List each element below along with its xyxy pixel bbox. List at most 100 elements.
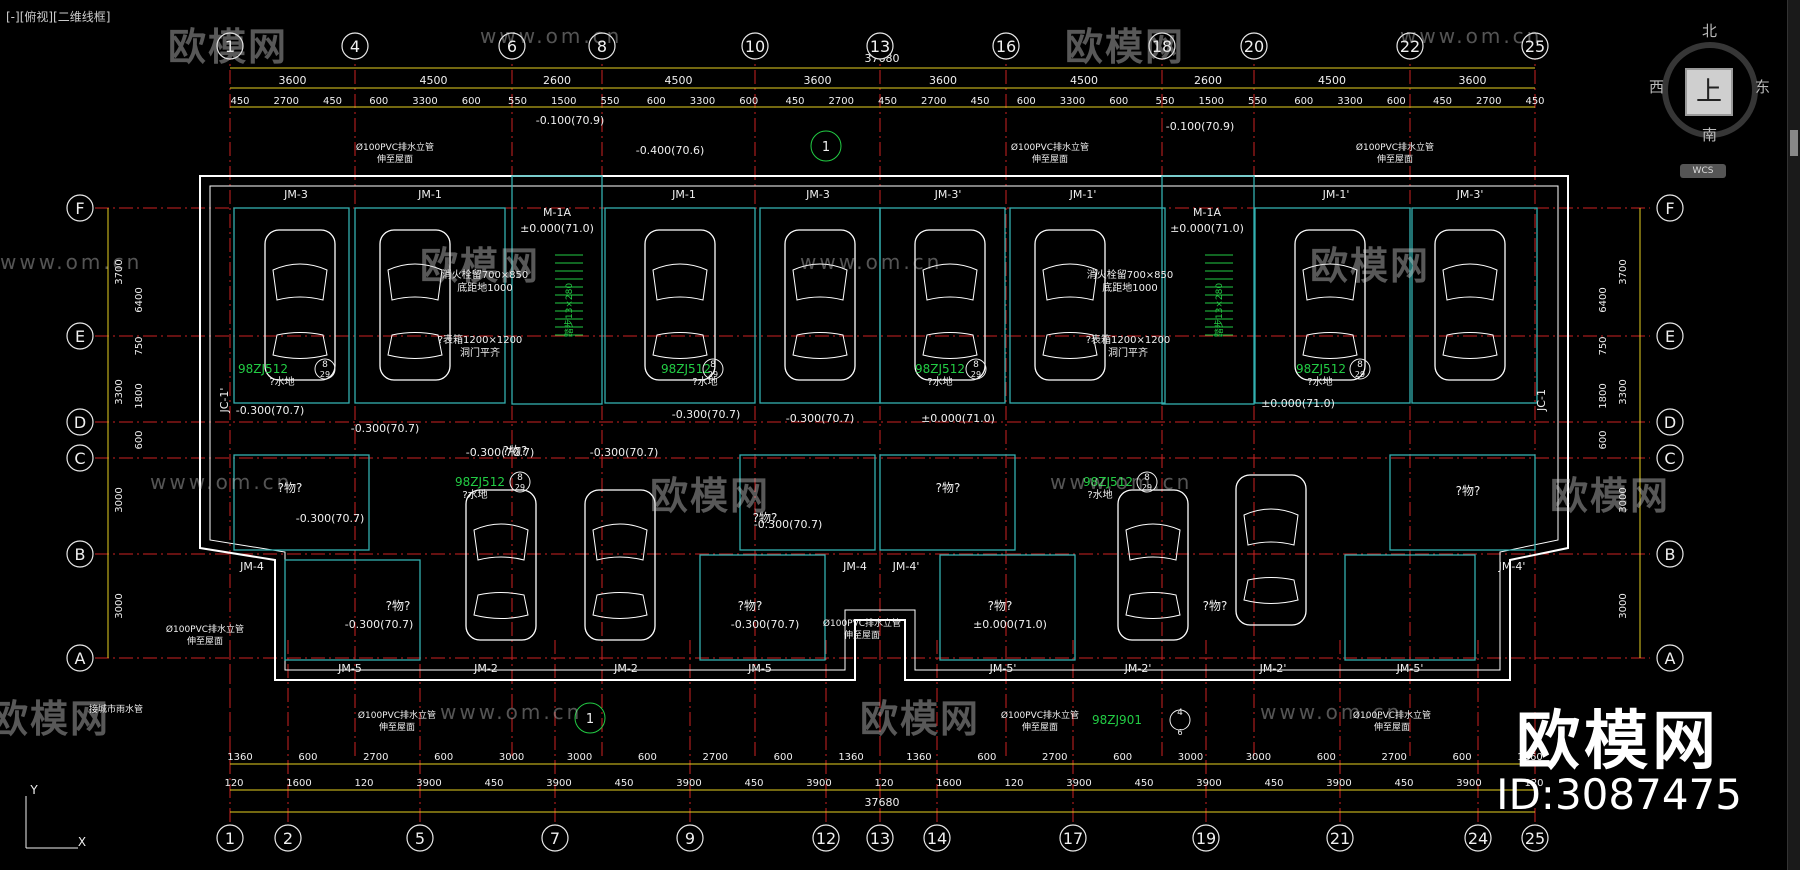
wcs-button[interactable]: WCS [1680,164,1726,178]
door-label: JM-2' [1259,662,1287,675]
car-windshield [1442,263,1498,301]
elevation-label: -0.100(70.9) [1166,120,1235,133]
dim-left-value: 3700 [114,259,125,284]
section-mark-label: 1 [822,140,830,155]
dim-bottom-sub-value: 120 [1524,778,1543,789]
dim-top-value: 3600 [1459,74,1487,87]
dim-bottom-sub-value: 3900 [806,778,831,789]
standard-reference-label: 98ZJ512 [661,362,711,376]
car-symbol [1434,229,1506,381]
sheet-sheet-number: 29 [1142,483,1152,492]
dim-top-sub-value: 2700 [274,96,299,107]
outer-wall [199,175,1569,681]
car-body [784,229,856,381]
dim-left-value: 3300 [114,379,125,404]
meter-box-label: ?表箱1200×1200 [438,333,523,346]
axis-bubble-right-circle [1656,322,1684,350]
viewcube-north[interactable]: 北 [1702,22,1718,40]
viewcube-top-face[interactable]: 上 [1685,68,1733,116]
axis-bubble-top-label: 25 [1525,37,1545,56]
car-rear-window [1125,592,1181,619]
dim-bottom-value: 600 [434,752,453,763]
pvc-pipe-label: Ø100PVC排水立管 [823,617,901,629]
axis-bubble-bottom-circle [541,824,569,852]
dim-top-value: 2600 [1194,74,1222,87]
elevation-label: -0.100(70.9) [536,114,605,127]
axis-bubble-top-circle [1240,32,1268,60]
door-label: M-1A [1193,206,1221,219]
dim-top-sub-value: 450 [785,96,804,107]
car-windshield [652,263,708,301]
section-mark-circle [574,702,606,734]
dim-top-sub-value: 550 [600,96,619,107]
dim-left-value: 1800 [134,383,145,408]
walls [199,175,1569,681]
pvc-pipe-sub-label: 伸至屋面 [1374,721,1410,733]
elevation-label: -0.300(70.7) [296,512,365,525]
dim-right-value: 6400 [1598,287,1609,312]
hydrant-sub-label: 底距地1000 [457,281,512,294]
dim-top-sub-value: 450 [230,96,249,107]
axis-bubble-top-label: 16 [996,37,1016,56]
axis-bubble-top-label: 8 [597,37,607,56]
dim-bottom-sub-value: 450 [1394,778,1413,789]
pvc-pipe-label: Ø100PVC排水立管 [1001,709,1079,721]
axis-bubble-left-label: A [75,649,86,668]
viewport-controls-label[interactable]: [-][俯视][二维线框] [6,10,111,24]
axis-bubble-bottom-label: 5 [415,829,425,848]
dim-top-sub-value: 2700 [829,96,854,107]
door-label: M-1A [543,206,571,219]
car-body [1434,229,1506,381]
car-symbol [914,229,986,381]
dim-top-sub-value: 600 [739,96,758,107]
axis-bubble-bottom-circle [812,824,840,852]
dim-top-sub-value: 3300 [412,96,437,107]
axis-bubble-left-circle [66,408,94,436]
dim-top-sub-value: 2700 [1476,96,1501,107]
dim-top-sub-value: 3300 [1337,96,1362,107]
pvc-pipe-sub-label: 伸至屋面 [844,629,880,641]
axis-bubble-bottom-label: 25 [1525,829,1545,848]
vertical-scrollbar[interactable] [1787,0,1800,870]
viewcube-west[interactable]: 西 [1649,78,1665,96]
dim-right-value: 3300 [1618,379,1629,404]
axis-bubble-bottom-label: 9 [685,829,695,848]
sheet-number: 8 [322,360,328,370]
axis-bubble-left-label: F [75,199,84,218]
pvc-pipe-sub-label: 伸至屋面 [377,153,413,165]
dim-top-sub-value: 450 [970,96,989,107]
viewcube[interactable]: 上 北 南 西 东 [1649,20,1770,180]
viewcube-south[interactable]: 南 [1702,126,1718,144]
dim-top-sub-value: 450 [323,96,342,107]
axis-bubble-left-label: E [75,327,85,346]
standard-reference-label: 98ZJ512 [915,362,965,376]
scrollbar-thumb[interactable] [1790,130,1798,156]
axis-bubble-right-circle [1656,644,1684,672]
axis-bubble-top-label: 20 [1244,37,1264,56]
car-windshield [1302,263,1358,301]
car-windshield [473,523,529,561]
dim-top-value: 2600 [543,74,571,87]
viewcube-ring[interactable] [1662,42,1758,138]
dim-right-value: 3000 [1618,487,1629,512]
parking-bay [233,207,350,404]
axis-bubble-left-circle [66,644,94,672]
dim-bottom-value: 600 [298,752,317,763]
elevation-label: -0.400(70.6) [636,144,705,157]
door-label: JM-2' [1124,662,1152,675]
sheet-number: 8 [1357,360,1363,370]
parking-bay [1411,207,1538,404]
axis-bubble-top-circle [866,32,894,60]
axis-bubble-right-label: C [1664,449,1675,468]
storage-room [1344,554,1476,661]
elevation-label: ±0.000(71.0) [1261,397,1335,410]
axis-bubble-right-circle [1656,194,1684,222]
axis-bubble-top-label: 18 [1152,37,1172,56]
pvc-pipe-sub-label: 伸至屋面 [187,635,223,647]
car-rear-window [1042,332,1098,359]
elevation-label: ±0.000(71.0) [520,222,594,235]
viewcube-east[interactable]: 东 [1755,78,1771,96]
pvc-pipe-sub-label: 伸至屋面 [1032,153,1068,165]
